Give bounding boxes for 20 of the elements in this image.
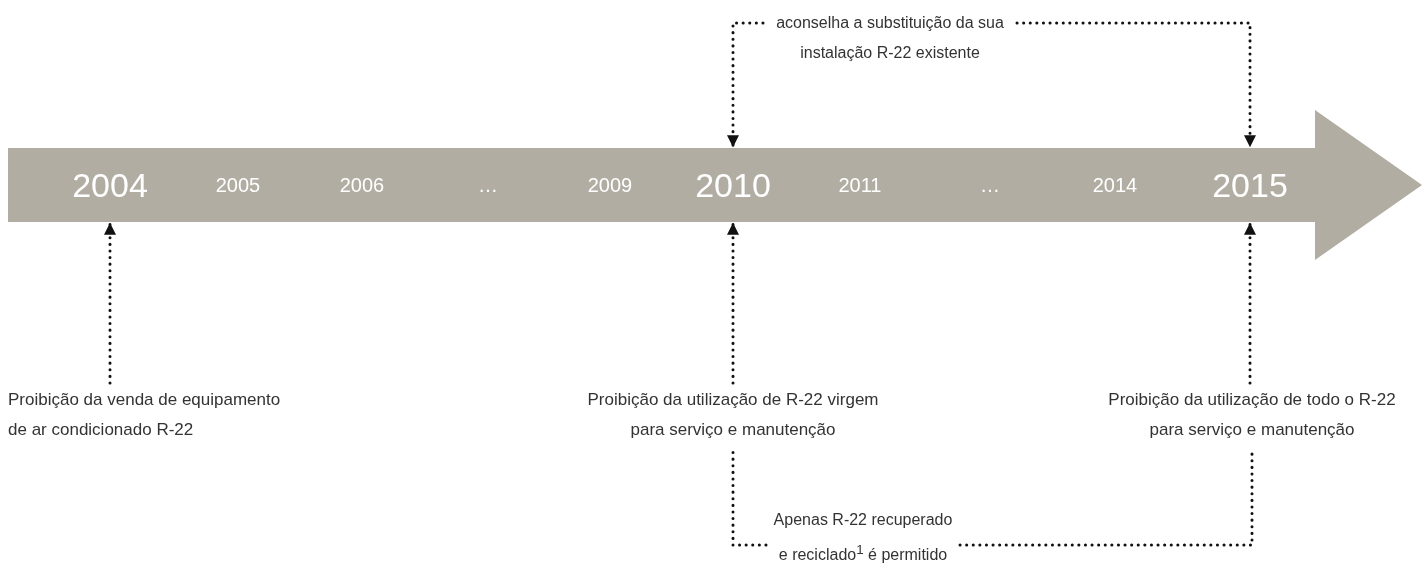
event-text: aconselha a substituição da sua instalação R-22 existente [765, 8, 1015, 70]
dotted-arrow [727, 21, 765, 148]
event-text: Proibição da venda de equipamento de ar condicionado R-22 [8, 385, 298, 447]
dotted-arrow [1244, 222, 1256, 385]
year-label: 2010 [678, 148, 788, 222]
year-label: 2011 [805, 148, 915, 222]
year-label: … [935, 148, 1045, 222]
year-label: 2009 [555, 148, 665, 222]
year-label: 2005 [183, 148, 293, 222]
year-label: 2015 [1195, 148, 1305, 222]
dotted-arrow [727, 222, 739, 385]
year-label: 2006 [307, 148, 417, 222]
event-text: Proibição da utilização de R-22 virgem para serviço e manutenção [583, 385, 883, 447]
event-text: Proibição da utilização de todo o R-22 para serviço e manutenção [1092, 385, 1412, 447]
dotted-arrow [1015, 21, 1256, 148]
dotted-arrow [104, 222, 116, 385]
year-label: 2004 [55, 148, 165, 222]
year-label: 2014 [1060, 148, 1170, 222]
event-text: Apenas R-22 recuperado e reciclado$^{1}$ é permitido [768, 505, 958, 567]
year-label: … [433, 148, 543, 222]
